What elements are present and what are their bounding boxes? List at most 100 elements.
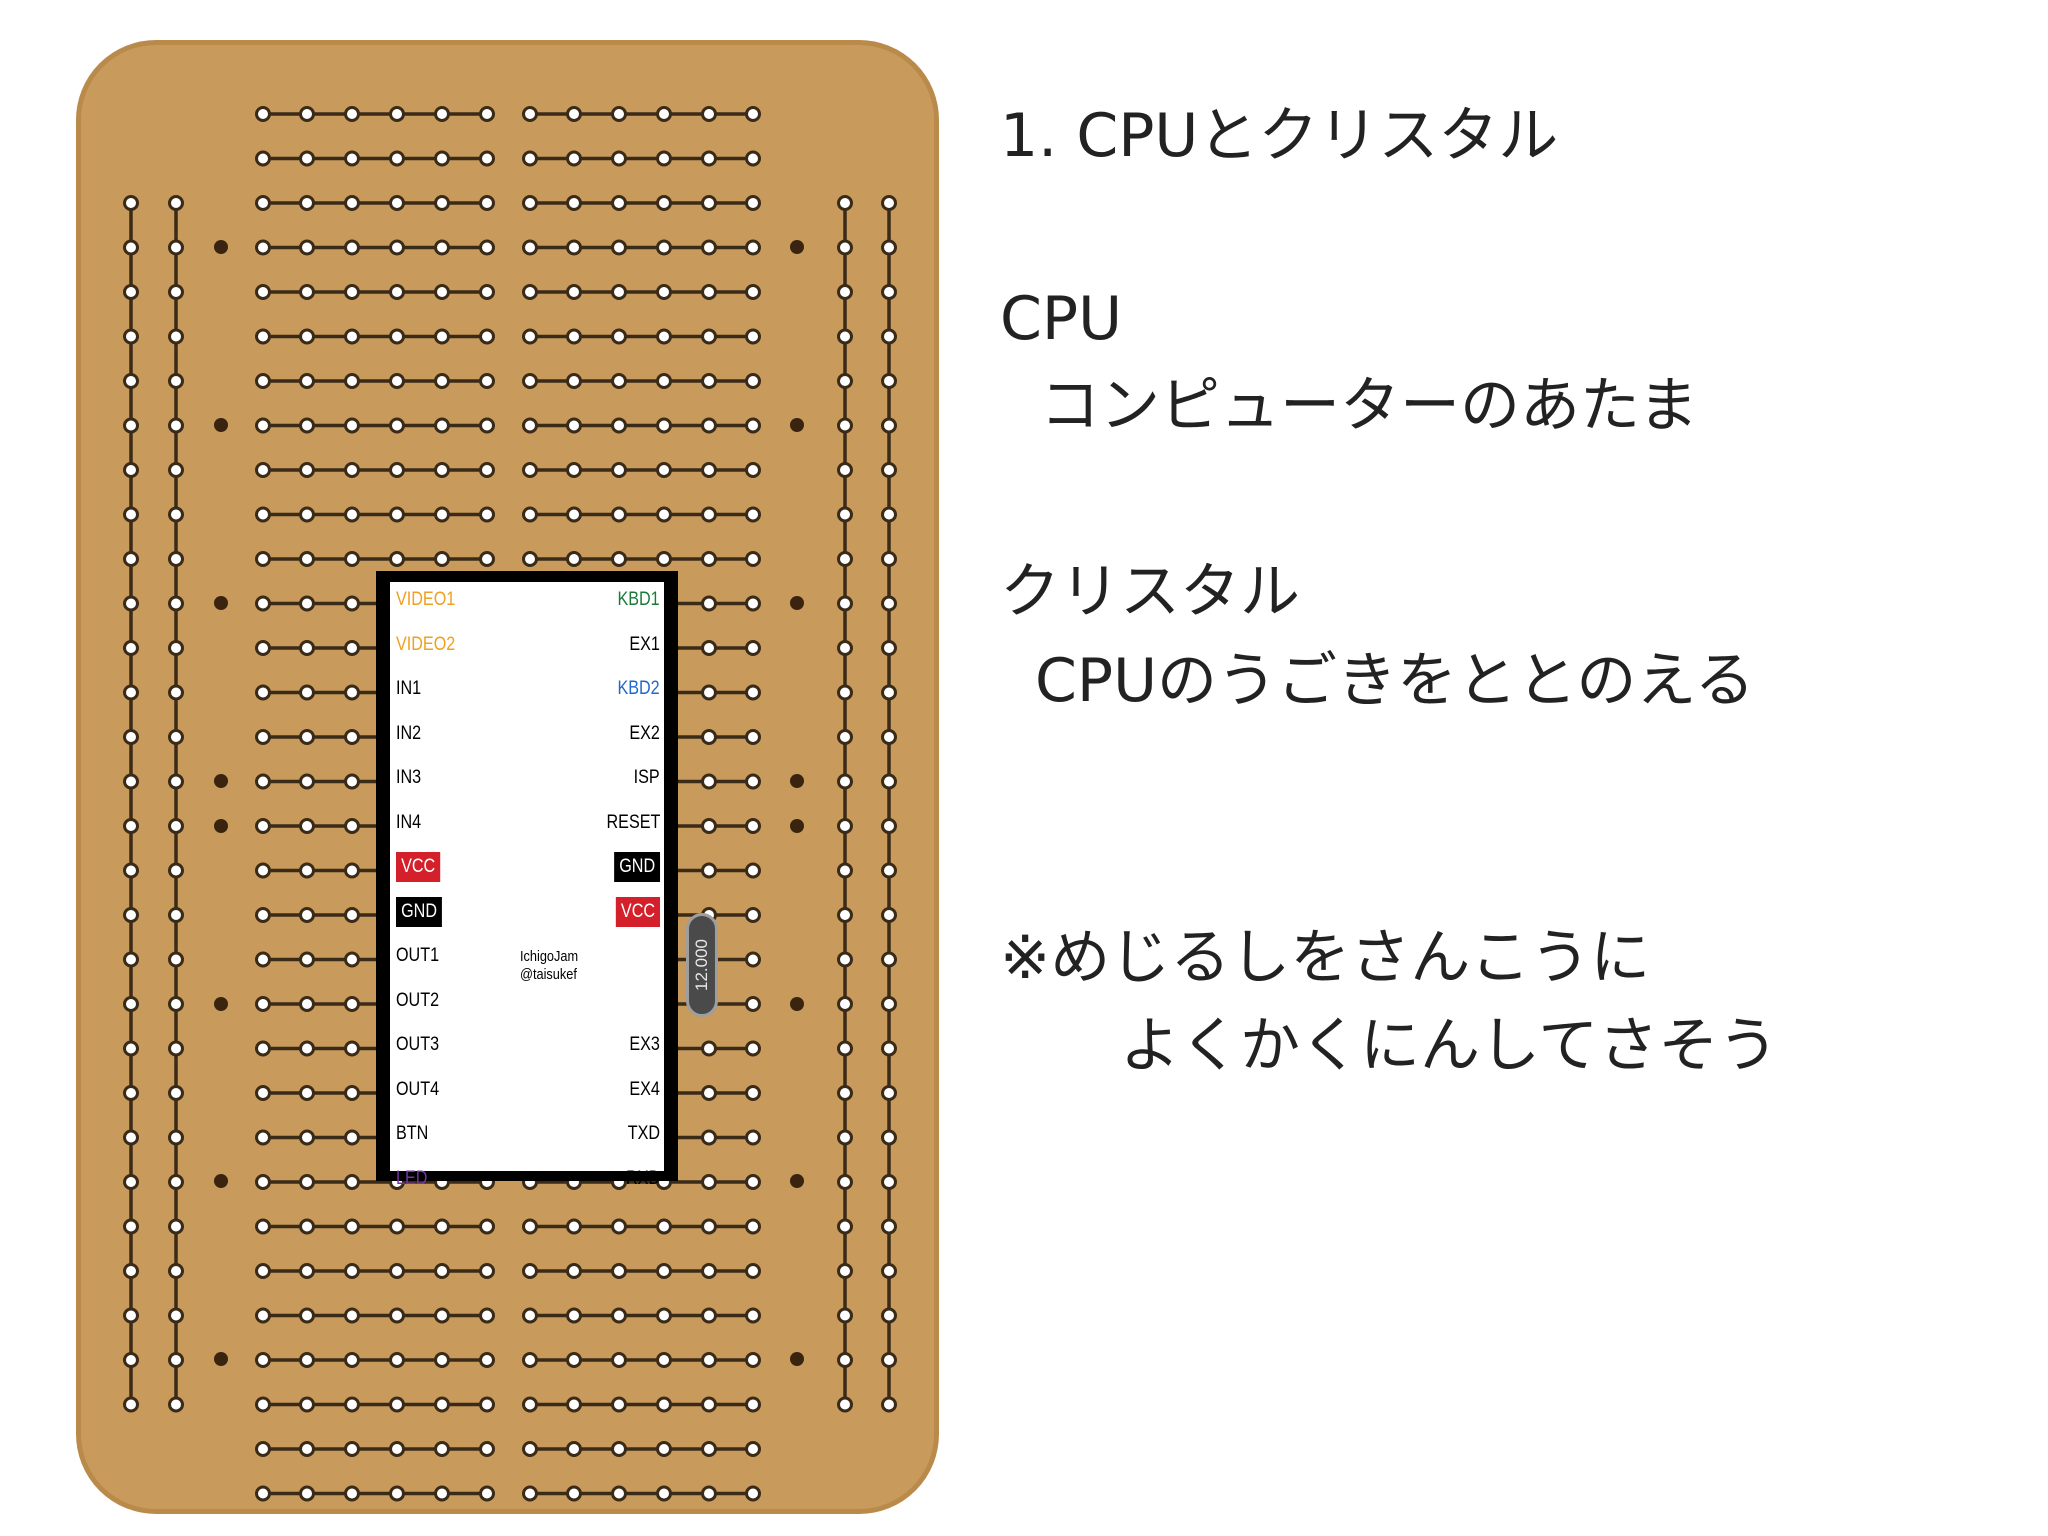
hole	[255, 1218, 271, 1235]
power-rail-hole	[168, 1307, 184, 1324]
hole	[344, 1129, 360, 1146]
hole	[299, 284, 315, 300]
hole	[745, 1174, 761, 1190]
hole	[522, 1441, 538, 1457]
hole	[656, 551, 672, 567]
hole	[389, 195, 405, 211]
power-rail-hole	[123, 1040, 139, 1057]
hole	[656, 106, 672, 122]
power-rail-hole	[123, 551, 139, 567]
hole	[479, 1396, 495, 1413]
hole	[566, 1441, 582, 1457]
hole	[344, 729, 360, 745]
power-rail-hole	[881, 373, 897, 389]
hole	[434, 195, 450, 211]
hole	[389, 506, 405, 523]
hole	[299, 773, 315, 790]
hole	[701, 1129, 717, 1146]
hole	[566, 1396, 582, 1413]
chip-pin-btn: BTN	[396, 1123, 429, 1144]
hole	[344, 1441, 360, 1457]
power-rail-hole	[881, 551, 897, 567]
hole	[479, 1352, 495, 1368]
hole	[522, 462, 538, 478]
marker-dot	[214, 596, 228, 610]
hole	[389, 373, 405, 389]
marker-dot	[214, 240, 228, 254]
marker-dot	[790, 1174, 804, 1188]
hole	[255, 284, 271, 300]
hole	[255, 551, 271, 567]
power-rail-hole	[168, 284, 184, 300]
hole	[255, 195, 271, 211]
hole	[299, 373, 315, 389]
power-rail-hole	[123, 684, 139, 701]
hole	[701, 1485, 717, 1502]
hole	[611, 106, 627, 122]
hole	[434, 239, 450, 256]
hole	[344, 1263, 360, 1279]
marker-dot	[790, 997, 804, 1011]
hole	[255, 1129, 271, 1146]
hole	[255, 640, 271, 656]
power-rail-hole	[881, 506, 897, 523]
hole	[299, 106, 315, 122]
hole	[745, 684, 761, 701]
power-rail-hole	[881, 640, 897, 656]
hole	[701, 551, 717, 567]
hole	[701, 1441, 717, 1457]
power-rail-hole	[837, 1352, 853, 1368]
hole	[389, 1485, 405, 1502]
hole	[745, 907, 761, 923]
hole	[745, 1441, 761, 1457]
power-rail-hole	[837, 239, 853, 256]
hole	[745, 328, 761, 345]
hole	[299, 996, 315, 1012]
hole	[656, 1263, 672, 1279]
hole	[344, 684, 360, 701]
chip-pin-out1: OUT1	[396, 945, 440, 966]
hole	[299, 150, 315, 167]
hole	[299, 239, 315, 256]
hole	[255, 150, 271, 167]
hole	[522, 150, 538, 167]
hole	[344, 862, 360, 879]
hole	[745, 1352, 761, 1368]
power-rail-hole	[168, 417, 184, 434]
marker-dot	[790, 418, 804, 432]
power-rail-hole	[123, 996, 139, 1012]
hole	[434, 1352, 450, 1368]
crystal-oscillator[interactable]: 12.000	[686, 913, 718, 1017]
hole	[255, 417, 271, 434]
power-rail-hole	[123, 729, 139, 745]
chip-pin-out4: OUT4	[396, 1078, 440, 1100]
power-rail-hole	[837, 195, 853, 211]
hole	[745, 1307, 761, 1324]
hole	[255, 907, 271, 923]
hole	[434, 551, 450, 567]
hole	[656, 373, 672, 389]
hole	[255, 684, 271, 701]
hole	[389, 1352, 405, 1368]
power-rail-hole	[881, 462, 897, 478]
hole	[745, 1129, 761, 1146]
hole	[745, 1040, 761, 1057]
hole	[745, 1396, 761, 1413]
hole	[255, 996, 271, 1012]
hole	[611, 1485, 627, 1502]
power-rail-hole	[168, 862, 184, 879]
power-rail-hole	[837, 328, 853, 345]
hole	[479, 284, 495, 300]
hole	[299, 1352, 315, 1368]
hole	[255, 373, 271, 389]
hole	[255, 773, 271, 790]
hole	[701, 328, 717, 345]
hole	[611, 1218, 627, 1235]
hole	[344, 284, 360, 300]
hole	[299, 1441, 315, 1457]
hole	[745, 951, 761, 968]
hole	[389, 284, 405, 300]
power-rail-hole	[881, 818, 897, 834]
